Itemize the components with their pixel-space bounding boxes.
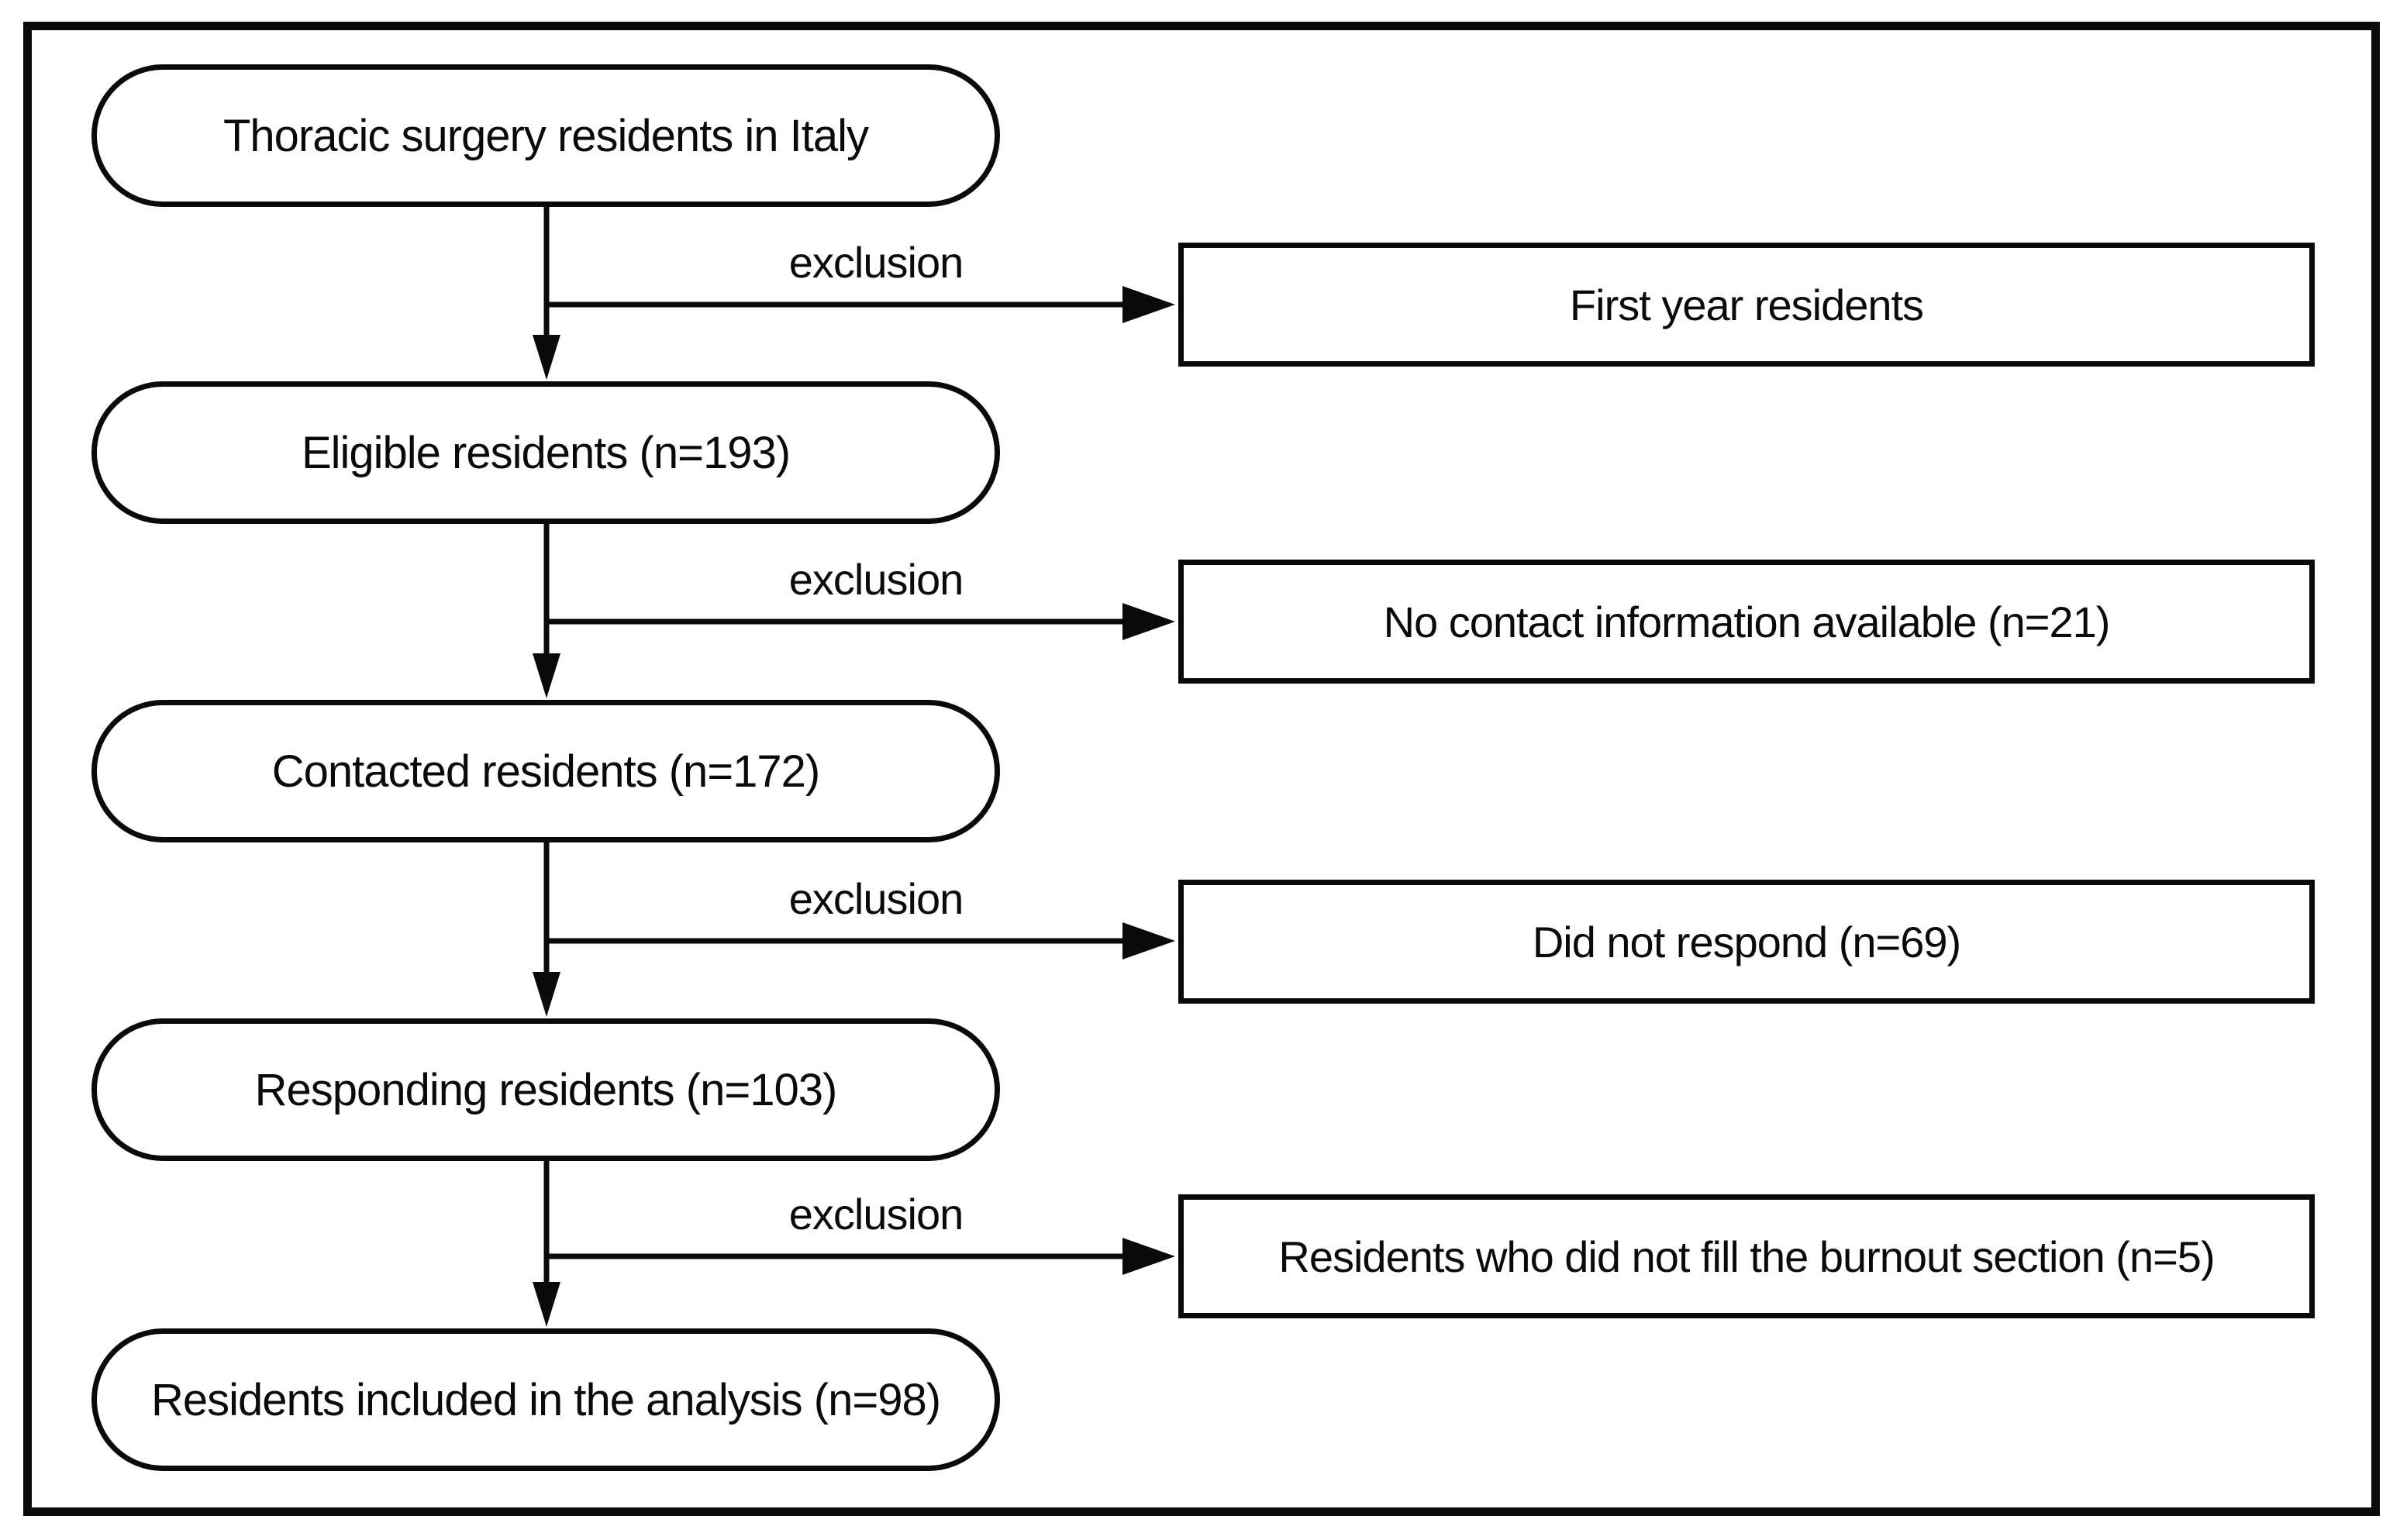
down-arrow-head-4 [533,1282,560,1327]
node-label: Residents who did not fill the burnout s… [1278,1232,2215,1281]
node-responding-residents: Responding residents (n=103) [91,1018,1000,1161]
node-label: Thoracic surgery residents in Italy [222,110,869,161]
right-arrow-head-2 [1122,603,1175,640]
node-eligible-residents: Eligible residents (n=193) [91,381,1000,524]
node-label: Did not respond (n=69) [1532,917,1961,966]
node-label: Responding residents (n=103) [254,1064,838,1115]
node-label: Contacted residents (n=172) [271,746,820,797]
down-arrow-head-3 [533,972,560,1017]
right-arrow-head-3 [1122,922,1175,959]
edge-label-exclusion-1: exclusion [788,238,964,287]
exclusion-burnout-section-not-filled: Residents who did not fill the burnout s… [1178,1194,2315,1318]
node-thoracic-residents: Thoracic surgery residents in Italy [91,64,1000,207]
exclusion-first-year-residents: First year residents [1178,243,2315,367]
node-label: First year residents [1569,280,1924,329]
exclusion-no-contact-information: No contact information available (n=21) [1178,560,2315,684]
node-label: Eligible residents (n=193) [301,427,791,478]
right-arrow-head-1 [1122,286,1175,323]
edge-label-exclusion-4: exclusion [788,1190,964,1239]
down-arrow-head-1 [533,335,560,380]
node-included-in-analysis: Residents included in the analysis (n=98… [91,1328,1000,1471]
down-arrow-head-2 [533,653,560,698]
edge-label-exclusion-2: exclusion [788,555,964,604]
node-label: Residents included in the analysis (n=98… [150,1374,941,1425]
edge-label-exclusion-3: exclusion [788,874,964,923]
node-label: No contact information available (n=21) [1383,597,2111,646]
node-contacted-residents: Contacted residents (n=172) [91,700,1000,842]
right-arrow-head-4 [1122,1238,1175,1275]
diagram-border [23,22,2380,1516]
exclusion-did-not-respond: Did not respond (n=69) [1178,880,2315,1004]
